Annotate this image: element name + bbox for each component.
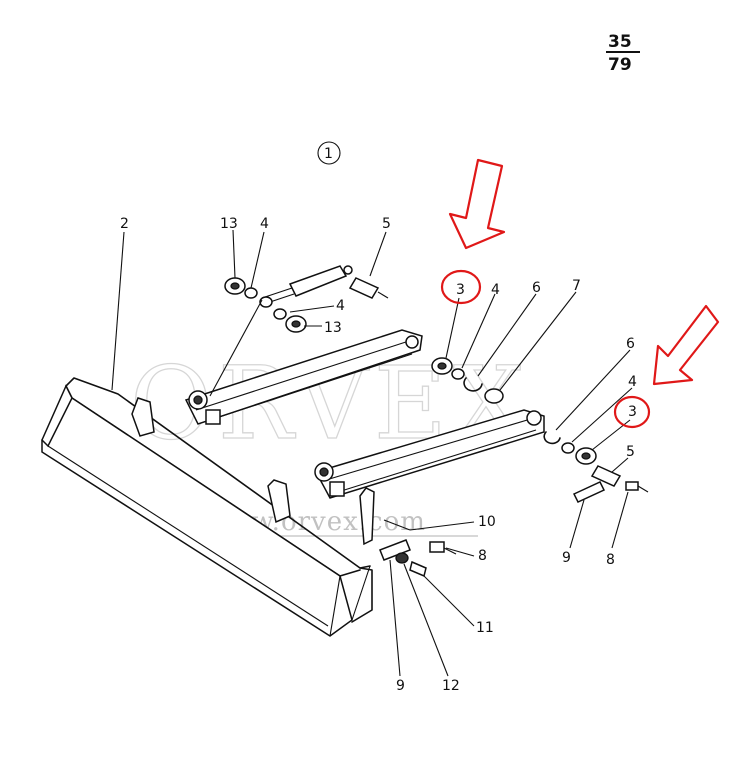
arrow-pointer-right	[652, 304, 720, 386]
bearing-4-middle	[451, 368, 465, 380]
callout-4-upper: 4	[260, 216, 269, 232]
highlight-circle-3-right	[613, 395, 651, 429]
push-arm-upper	[184, 329, 423, 425]
bearing-4-right	[561, 442, 575, 454]
bushing-7	[484, 388, 504, 404]
plate-9-right	[572, 481, 606, 503]
circlip-6-middle	[463, 377, 483, 392]
callout-4-right: 4	[628, 374, 637, 390]
page-number: 35 79	[606, 32, 640, 75]
callout-3-middle: 3	[456, 282, 465, 298]
callout-2: 2	[120, 216, 129, 232]
leader-lines	[111, 229, 633, 677]
washer-3-right	[575, 447, 597, 465]
callout-6-right: 6	[626, 336, 635, 352]
callout-13-upper: 13	[220, 216, 238, 232]
svg-text:79: 79	[608, 55, 632, 75]
callout-9-lower: 9	[396, 678, 405, 694]
svg-text:35: 35	[608, 32, 632, 52]
view-number-badge: 1	[317, 141, 341, 165]
grease-nipple-8-lower	[429, 541, 457, 555]
washer-3-middle	[431, 357, 453, 375]
callout-13-lower: 13	[324, 320, 342, 336]
callout-6-middle: 6	[532, 280, 541, 296]
svg-text:1: 1	[324, 146, 333, 162]
callout-8-lower: 8	[478, 548, 487, 564]
callout-4-cylinder: 4	[336, 298, 345, 314]
callout-3-right: 3	[628, 404, 637, 420]
circlip-6-right	[543, 431, 561, 445]
callout-10: 10	[478, 514, 496, 530]
callout-7: 7	[572, 278, 581, 294]
callout-9-right: 9	[562, 550, 571, 566]
pin-5-right	[590, 465, 622, 487]
callout-5-upper: 5	[382, 216, 391, 232]
pin-10	[383, 519, 411, 531]
push-arm-lower	[314, 409, 545, 499]
blade	[41, 377, 375, 637]
washer-13-upper	[224, 277, 246, 295]
callout-5-right: 5	[626, 444, 635, 460]
callout-8-right: 8	[606, 552, 615, 568]
washer-13-lower	[285, 315, 307, 333]
plate-9-lower	[379, 539, 411, 561]
hydraulic-cylinder	[261, 265, 389, 305]
bearing-4-upper	[244, 287, 287, 320]
callout-4-middle: 4	[491, 282, 500, 298]
callout-12: 12	[442, 678, 460, 694]
grease-nipple-8-right	[625, 481, 649, 493]
arrow-pointer-middle	[448, 158, 506, 250]
highlight-circle-3-middle	[440, 269, 482, 305]
callout-11: 11	[476, 620, 494, 636]
nut-12	[395, 552, 409, 564]
bolt-11	[409, 560, 427, 578]
